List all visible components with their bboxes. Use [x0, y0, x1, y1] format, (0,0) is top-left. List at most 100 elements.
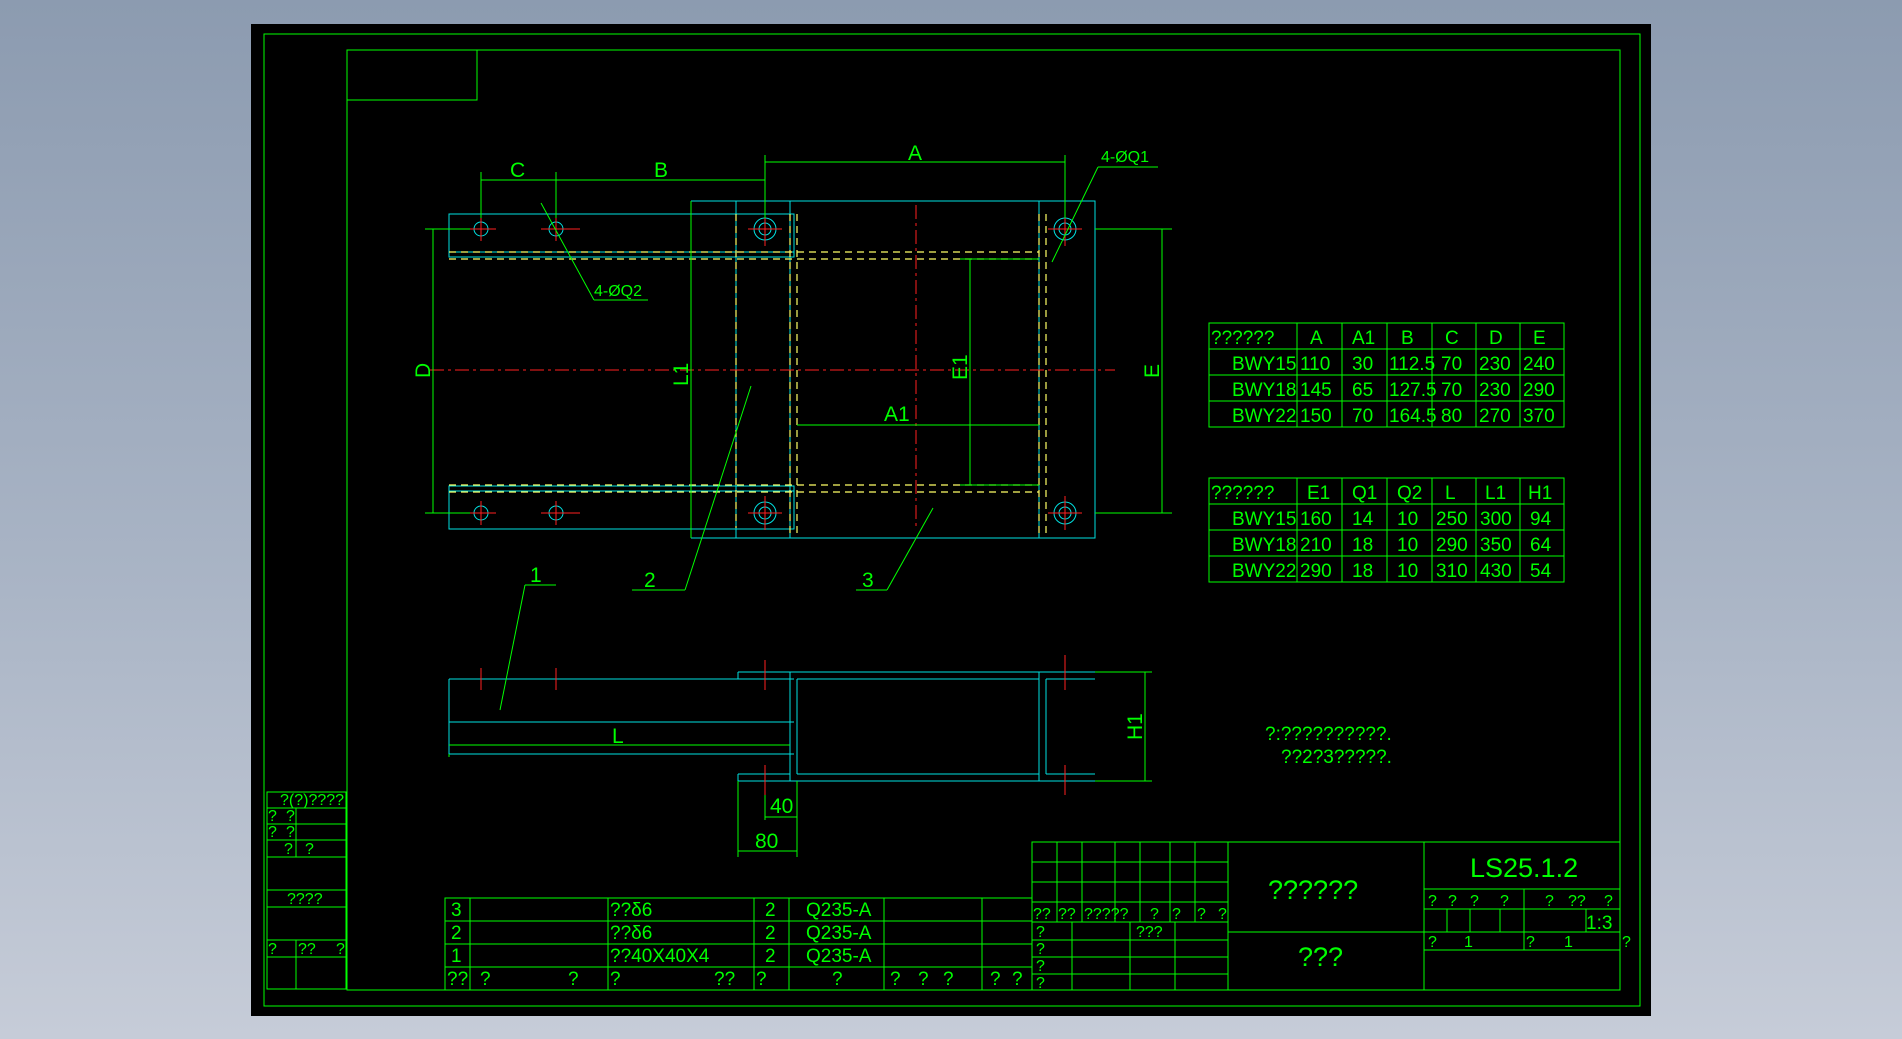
tech-note-1: ?:??????????.	[1265, 724, 1392, 745]
balloon-3: 3	[862, 569, 874, 592]
svg-text:D: D	[1489, 328, 1503, 349]
corner-box	[346, 49, 478, 101]
part-name: ??????	[1268, 875, 1358, 905]
svg-text:160: 160	[1300, 509, 1332, 530]
svg-text:270: 270	[1479, 406, 1511, 427]
sheet-background	[251, 24, 1651, 1016]
side-strip: ?(?)???? ? ? ? ? ? ? ???? ? ?? ?	[266, 791, 347, 990]
svg-text:310: 310	[1436, 561, 1468, 582]
svg-text:?: ?	[1545, 893, 1554, 910]
svg-text:BWY22: BWY22	[1232, 406, 1296, 427]
balloon-2: 2	[644, 569, 656, 592]
svg-text:18: 18	[1352, 535, 1373, 556]
svg-text:H1: H1	[1528, 483, 1552, 504]
svg-text:Q1: Q1	[1352, 483, 1377, 504]
table-dimensions-2: ?????? E1 Q1 Q2 L L1 H1 BWY15 160 14 10 …	[1208, 477, 1565, 583]
svg-text:150: 150	[1300, 406, 1332, 427]
svg-text:64: 64	[1530, 535, 1552, 556]
svg-text:?: ?	[1150, 906, 1159, 923]
svg-text:??: ??	[447, 969, 468, 990]
svg-text:2: 2	[765, 900, 776, 921]
svg-text:?: ?	[1428, 934, 1437, 951]
svg-text:E1: E1	[1307, 483, 1330, 504]
rail-bottom	[448, 485, 795, 530]
dim-D: D	[412, 363, 435, 378]
svg-text:?: ?	[1197, 906, 1206, 923]
dim-A1: A1	[884, 403, 910, 426]
svg-text:BWY15: BWY15	[1232, 354, 1296, 375]
svg-text:A1: A1	[1352, 328, 1375, 349]
dim-B: B	[654, 159, 668, 182]
svg-text:430: 430	[1480, 561, 1512, 582]
stamp-label: ???	[1136, 924, 1163, 941]
dim-80: 80	[755, 830, 778, 853]
svg-text:?: ?	[1172, 906, 1181, 923]
svg-text:54: 54	[1530, 561, 1552, 582]
svg-text:65: 65	[1352, 380, 1373, 401]
svg-text:??????: ??????	[1211, 483, 1274, 504]
svg-text:?: ?	[990, 969, 1001, 990]
svg-text:??: ??	[1568, 893, 1586, 910]
svg-text:250: 250	[1436, 509, 1468, 530]
svg-text:?: ?	[1036, 941, 1045, 958]
svg-text:80: 80	[1441, 406, 1462, 427]
svg-text:?: ?	[268, 808, 277, 825]
svg-text:??: ??	[1058, 906, 1076, 923]
rail-top	[448, 213, 795, 258]
svg-text:127.5: 127.5	[1389, 380, 1437, 401]
svg-text:?: ?	[268, 824, 277, 841]
svg-text:10: 10	[1397, 509, 1418, 530]
hole-callout-q1: 4-ØQ1	[1101, 149, 1149, 166]
svg-text:BWY22: BWY22	[1232, 561, 1296, 582]
company-name: ???	[1298, 942, 1343, 972]
svg-text:?: ?	[918, 969, 929, 990]
svg-text:?: ?	[305, 841, 314, 858]
svg-text:?: ?	[1526, 934, 1535, 951]
title-block: ?? ?? ????? ? ? ? ? ??? ? ? ? ? ?????? ?…	[1031, 841, 1631, 992]
svg-text:?: ?	[832, 969, 843, 990]
svg-text:230: 230	[1479, 380, 1511, 401]
svg-text:BWY18: BWY18	[1232, 535, 1296, 556]
svg-text:94: 94	[1530, 509, 1552, 530]
dim-L1: L1	[670, 363, 693, 386]
svg-text:?: ?	[1012, 969, 1023, 990]
svg-text:?: ?	[286, 824, 295, 841]
svg-text:230: 230	[1479, 354, 1511, 375]
table-dimensions-1: ?????? A A1 B C D E BWY15 110 30 112.5 7…	[1208, 322, 1565, 428]
svg-text:?: ?	[943, 969, 954, 990]
svg-text:?: ?	[1622, 934, 1631, 951]
svg-text:Q235-A: Q235-A	[806, 923, 872, 944]
svg-text:3: 3	[451, 900, 462, 921]
svg-text:?: ?	[1036, 924, 1045, 941]
svg-text:BWY15: BWY15	[1232, 509, 1296, 530]
dim-E: E	[1141, 364, 1164, 378]
svg-text:300: 300	[1480, 509, 1512, 530]
svg-text:?: ?	[1500, 893, 1509, 910]
svg-text:??: ??	[1033, 906, 1051, 923]
svg-text:Q235-A: Q235-A	[806, 900, 872, 921]
svg-text:??????: ??????	[1211, 328, 1274, 349]
svg-text:L1: L1	[1485, 483, 1506, 504]
svg-text:?: ?	[1604, 893, 1613, 910]
svg-text:240: 240	[1523, 354, 1555, 375]
balloon-1: 1	[530, 564, 542, 587]
dim-H1: H1	[1124, 713, 1147, 740]
svg-text:18: 18	[1352, 561, 1373, 582]
svg-text:290: 290	[1300, 561, 1332, 582]
svg-text:30: 30	[1352, 354, 1373, 375]
svg-text:?: ?	[1470, 893, 1479, 910]
svg-text:?: ?	[286, 808, 295, 825]
svg-text:2: 2	[765, 923, 776, 944]
tech-note-2: ??2?3?????.	[1281, 747, 1392, 768]
svg-text:??40X40X4: ??40X40X4	[610, 946, 710, 967]
svg-text:????: ????	[287, 891, 323, 908]
svg-text:70: 70	[1441, 380, 1462, 401]
svg-text:1: 1	[451, 946, 462, 967]
dim-L: L	[612, 725, 624, 748]
svg-text:?: ?	[756, 969, 767, 990]
dim-A: A	[908, 142, 922, 165]
svg-text:145: 145	[1300, 380, 1332, 401]
svg-text:?: ?	[1428, 893, 1437, 910]
